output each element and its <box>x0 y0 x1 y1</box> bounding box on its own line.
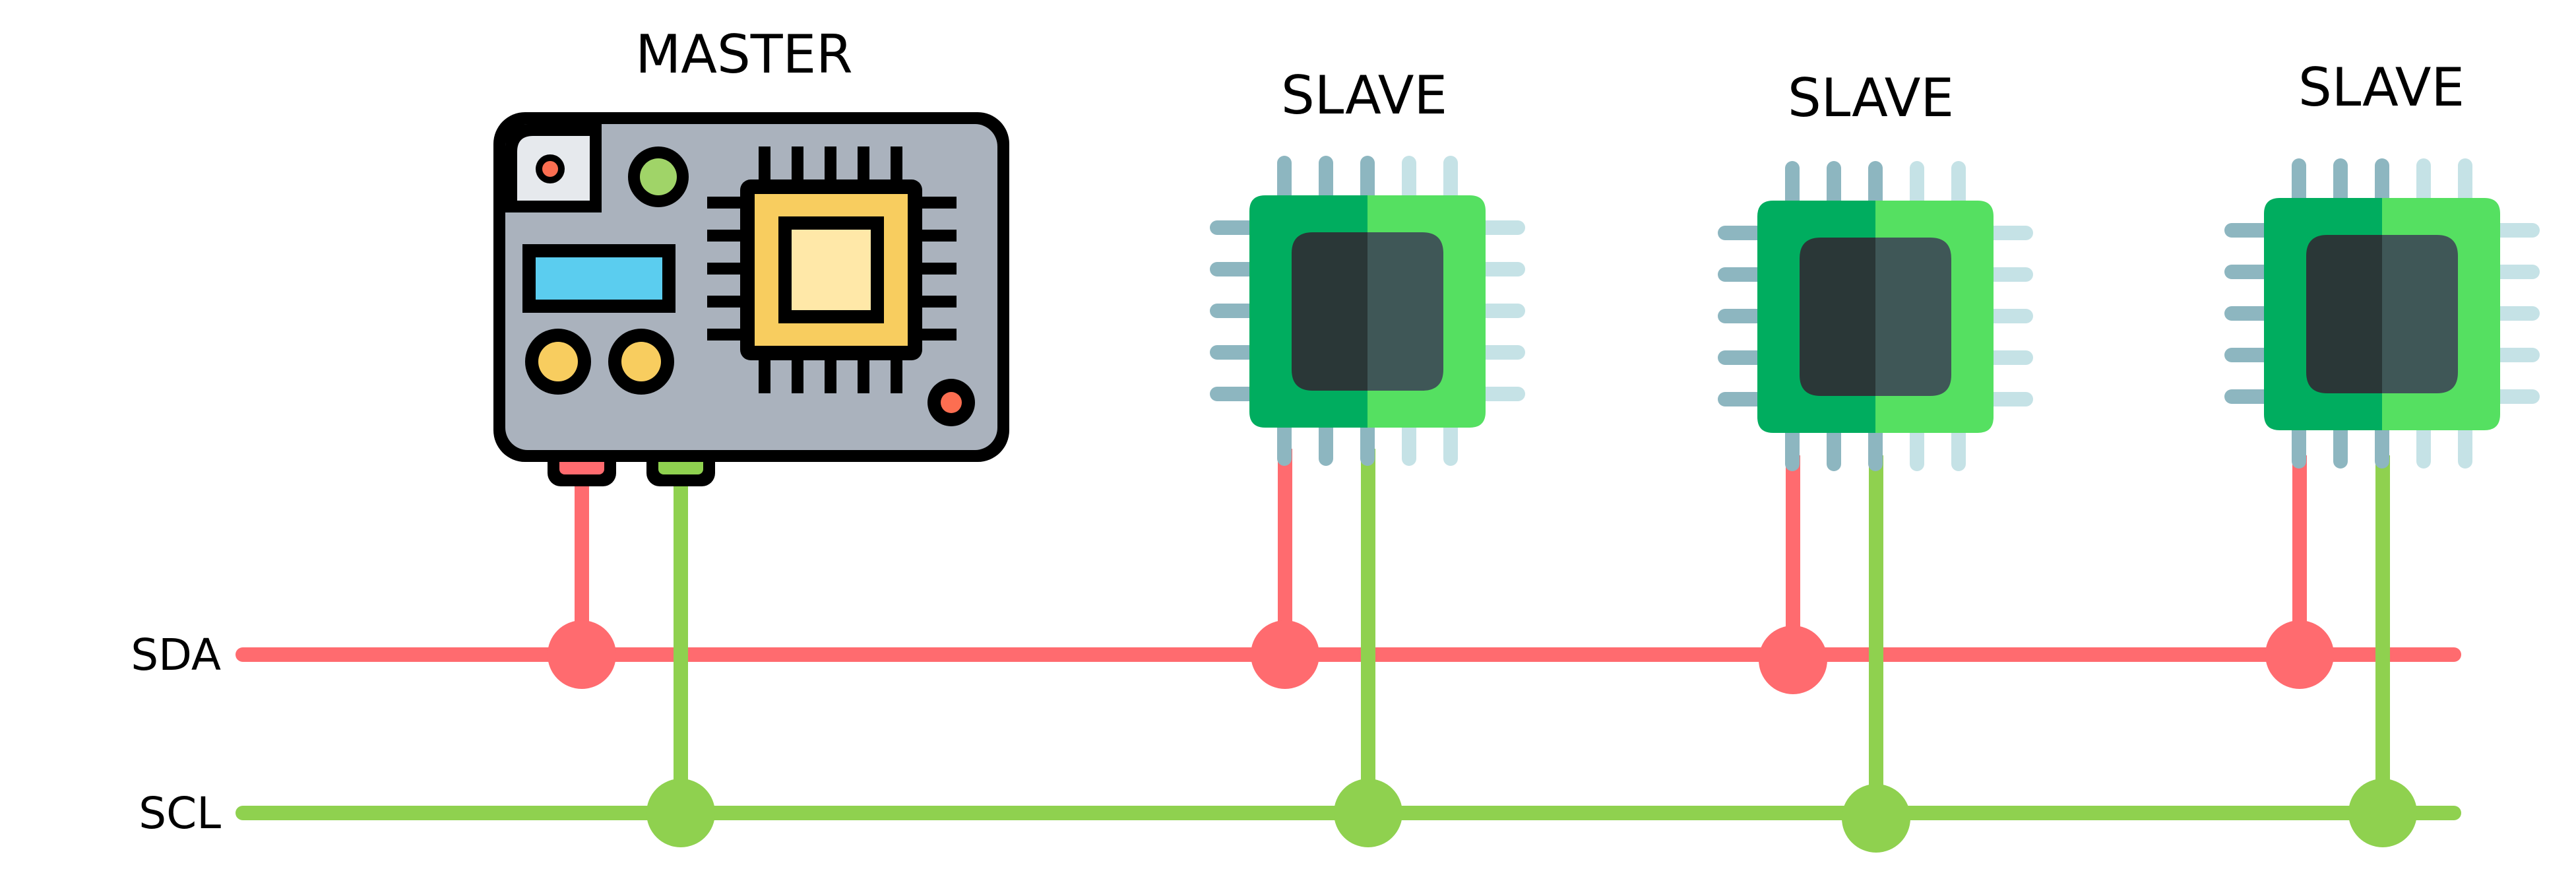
master-scl-junction <box>646 779 715 847</box>
slave-2-label: SLAVE <box>1788 67 1954 129</box>
slave-2-sda-junction <box>1759 626 1827 694</box>
master-label: MASTER <box>635 24 853 85</box>
slave-1: SLAVE <box>1210 65 1525 847</box>
circuit-board-icon <box>493 112 1009 486</box>
slave-1-scl-junction <box>1334 779 1402 847</box>
microchip-icon <box>2224 158 2540 469</box>
microchip-icon <box>1210 156 1525 466</box>
slave-3: SLAVE <box>2224 57 2540 847</box>
slave-2: SLAVE <box>1718 67 2033 853</box>
slave-2-scl-junction <box>1842 784 1910 853</box>
microchip-icon <box>1718 161 2033 471</box>
scl-label: SCL <box>139 788 221 839</box>
slave-3-label: SLAVE <box>2298 57 2465 118</box>
slave-1-label: SLAVE <box>1281 65 1447 126</box>
sda-label: SDA <box>131 630 221 680</box>
slave-3-scl-junction <box>2348 779 2417 847</box>
slave-1-sda-junction <box>1251 620 1319 689</box>
slave-3-sda-junction <box>2265 620 2334 689</box>
master-sda-junction <box>548 620 616 689</box>
